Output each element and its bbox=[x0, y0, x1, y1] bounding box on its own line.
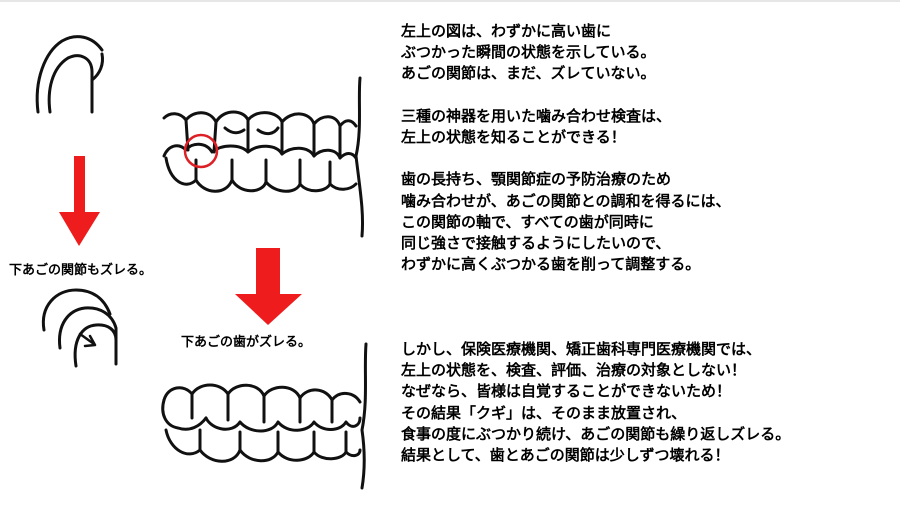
text-line: この関節の軸で、すべての歯が同時に bbox=[401, 212, 654, 231]
text-line bbox=[401, 85, 731, 106]
text-line: なぜなら、皆様は自覚することができないため！ bbox=[401, 382, 732, 401]
explanation-lower: しかし、保険医療機関、矯正歯科専門医療機関では、 左上の状態を、検査、評価、治療… bbox=[401, 339, 790, 466]
text-line bbox=[401, 148, 731, 169]
down-arrow-left-icon bbox=[59, 156, 100, 246]
text-line: しかし、保険医療機関、矯正歯科専門医療機関では、 bbox=[401, 340, 762, 358]
jaw-joint-before-icon bbox=[35, 35, 104, 114]
explanation-upper: 左上の図は、わずかに高い歯に ぶつかった瞬間の状態を示している。 あごの関節は、… bbox=[401, 21, 731, 275]
teeth-occlusion-upper-icon bbox=[162, 76, 365, 238]
text-line: 三種の神器を用いた噛み合わせ検査は、 bbox=[401, 106, 672, 125]
text-line: 噛み合わせが、あごの関節との調和を得るには、 bbox=[401, 191, 731, 210]
text-line: 結果として、歯とあごの関節は少しずつ壊れる！ bbox=[401, 445, 730, 464]
teeth-shifted-lower-icon bbox=[161, 342, 368, 490]
text-line: 左上の状態を知ることができる！ bbox=[401, 127, 626, 146]
text-line: 左上の状態を、検査、評価、治療の対象としない！ bbox=[401, 361, 747, 380]
text-line: 歯の長持ち、顎関節症の予防治療のため bbox=[401, 170, 672, 189]
highlight-circle bbox=[183, 133, 219, 169]
text-line: わずかに高くぶつかる歯を削って調整する。 bbox=[401, 255, 701, 274]
text-line: 同じ強さで接触するようにしたいので、 bbox=[401, 233, 671, 252]
down-arrow-center-icon bbox=[235, 248, 302, 325]
caption-jaw-shift: 下あごの関節もズレる。 bbox=[9, 263, 153, 278]
top-divider bbox=[0, 0, 900, 2]
text-line: 食事の度にぶつかり続け、あごの関節も繰り返しズレる。 bbox=[401, 424, 791, 443]
text-line: その結果「クギ」は、そのまま放置され、 bbox=[401, 403, 687, 422]
jaw-joint-shifted-icon bbox=[41, 288, 118, 368]
caption-teeth-shift: 下あごの歯がズレる。 bbox=[181, 335, 312, 350]
text-line: あごの関節は、まだ、ズレていない。 bbox=[401, 64, 656, 83]
text-line: 左上の図は、わずかに高い歯に bbox=[401, 22, 612, 40]
text-line: ぶつかった瞬間の状態を示している。 bbox=[401, 43, 656, 62]
